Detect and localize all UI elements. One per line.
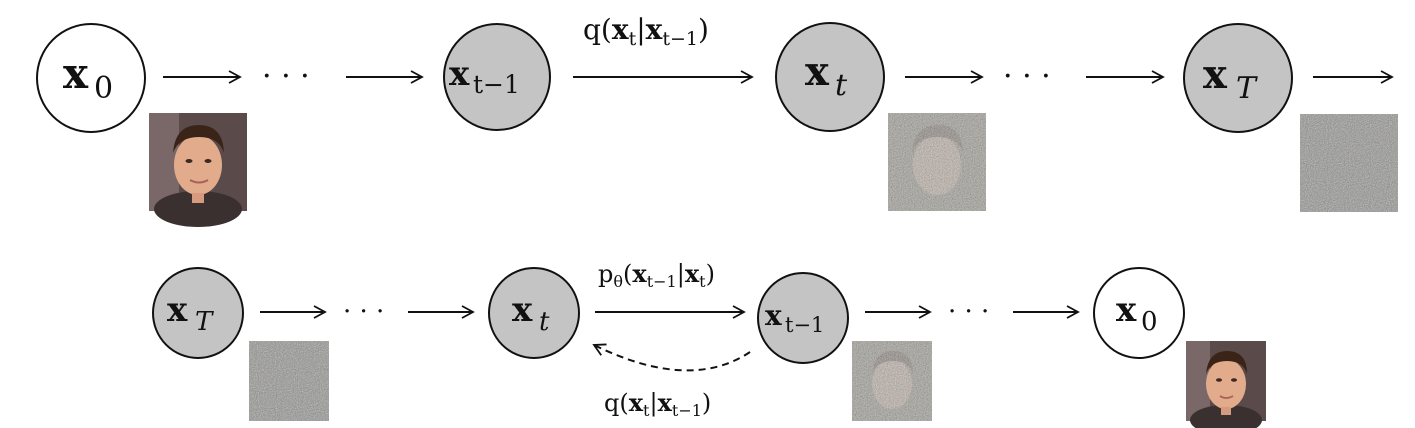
node-circle [1183, 23, 1293, 133]
reverse-chain: x T · · · x t pθ(xt−1|xt) [152, 259, 1266, 428]
ellipsis: · · · [948, 297, 989, 327]
node-var: x [765, 299, 782, 332]
ellipsis: · · · [343, 297, 384, 327]
node-subscript: t [539, 307, 550, 337]
svg-text:pθ(xt−1|xt): pθ(xt−1|xt) [598, 259, 715, 291]
svg-text:q(xt|xt−1): q(xt|xt−1) [604, 388, 711, 420]
forward-node-xt: x t [775, 22, 885, 132]
face-image [1186, 341, 1266, 428]
node-subscript: t [835, 68, 848, 103]
reverse-node-xt-1: x t−1 [757, 272, 849, 364]
node-var: x [63, 49, 89, 98]
ellipsis: · · · [262, 59, 310, 94]
node-var: x [449, 54, 470, 94]
ellipsis: · · · [1003, 59, 1051, 94]
node-subscript: T [195, 307, 214, 337]
noisy-face-image [888, 113, 986, 211]
node-var: x [512, 290, 533, 330]
forward-node-x0: x 0 [36, 23, 146, 133]
noisy-face-image [852, 341, 932, 421]
dashed-arrow-label: q(xt|xt−1) [604, 388, 711, 420]
reverse-node-xt: x t [488, 267, 580, 359]
reverse-node-x0: x 0 [1093, 267, 1185, 359]
forward-node-xT: x T [1183, 23, 1293, 133]
node-subscript: t−1 [473, 70, 520, 99]
node-circle [488, 267, 580, 359]
node-circle [775, 22, 885, 132]
node-circle [1093, 267, 1185, 359]
forward-chain: x 0 · · · x t−1 [36, 13, 1398, 227]
face-image [149, 113, 247, 227]
node-circle [36, 23, 146, 133]
dashed-forward-arrow [592, 343, 751, 372]
node-circle [152, 267, 244, 359]
noise-image [1300, 114, 1398, 212]
reverse-node-xT: x T [152, 267, 244, 359]
forward-transition-label: q(xt|xt−1) [583, 13, 709, 50]
node-var: x [805, 48, 830, 95]
noise-image [249, 341, 329, 421]
node-subscript: t−1 [785, 313, 824, 337]
forward-node-xt-1: x t−1 [443, 23, 551, 131]
node-subscript: 0 [94, 71, 113, 106]
node-var: x [167, 290, 188, 330]
reverse-transition-label: pθ(xt−1|xt) [598, 259, 715, 291]
node-var: x [1116, 290, 1137, 330]
svg-text:q(xt|xt−1): q(xt|xt−1) [583, 13, 709, 50]
node-subscript: T [1236, 71, 1258, 106]
node-circle [757, 272, 849, 364]
node-var: x [1203, 51, 1228, 98]
node-subscript: 0 [1141, 307, 1158, 337]
node-circle [443, 23, 551, 131]
